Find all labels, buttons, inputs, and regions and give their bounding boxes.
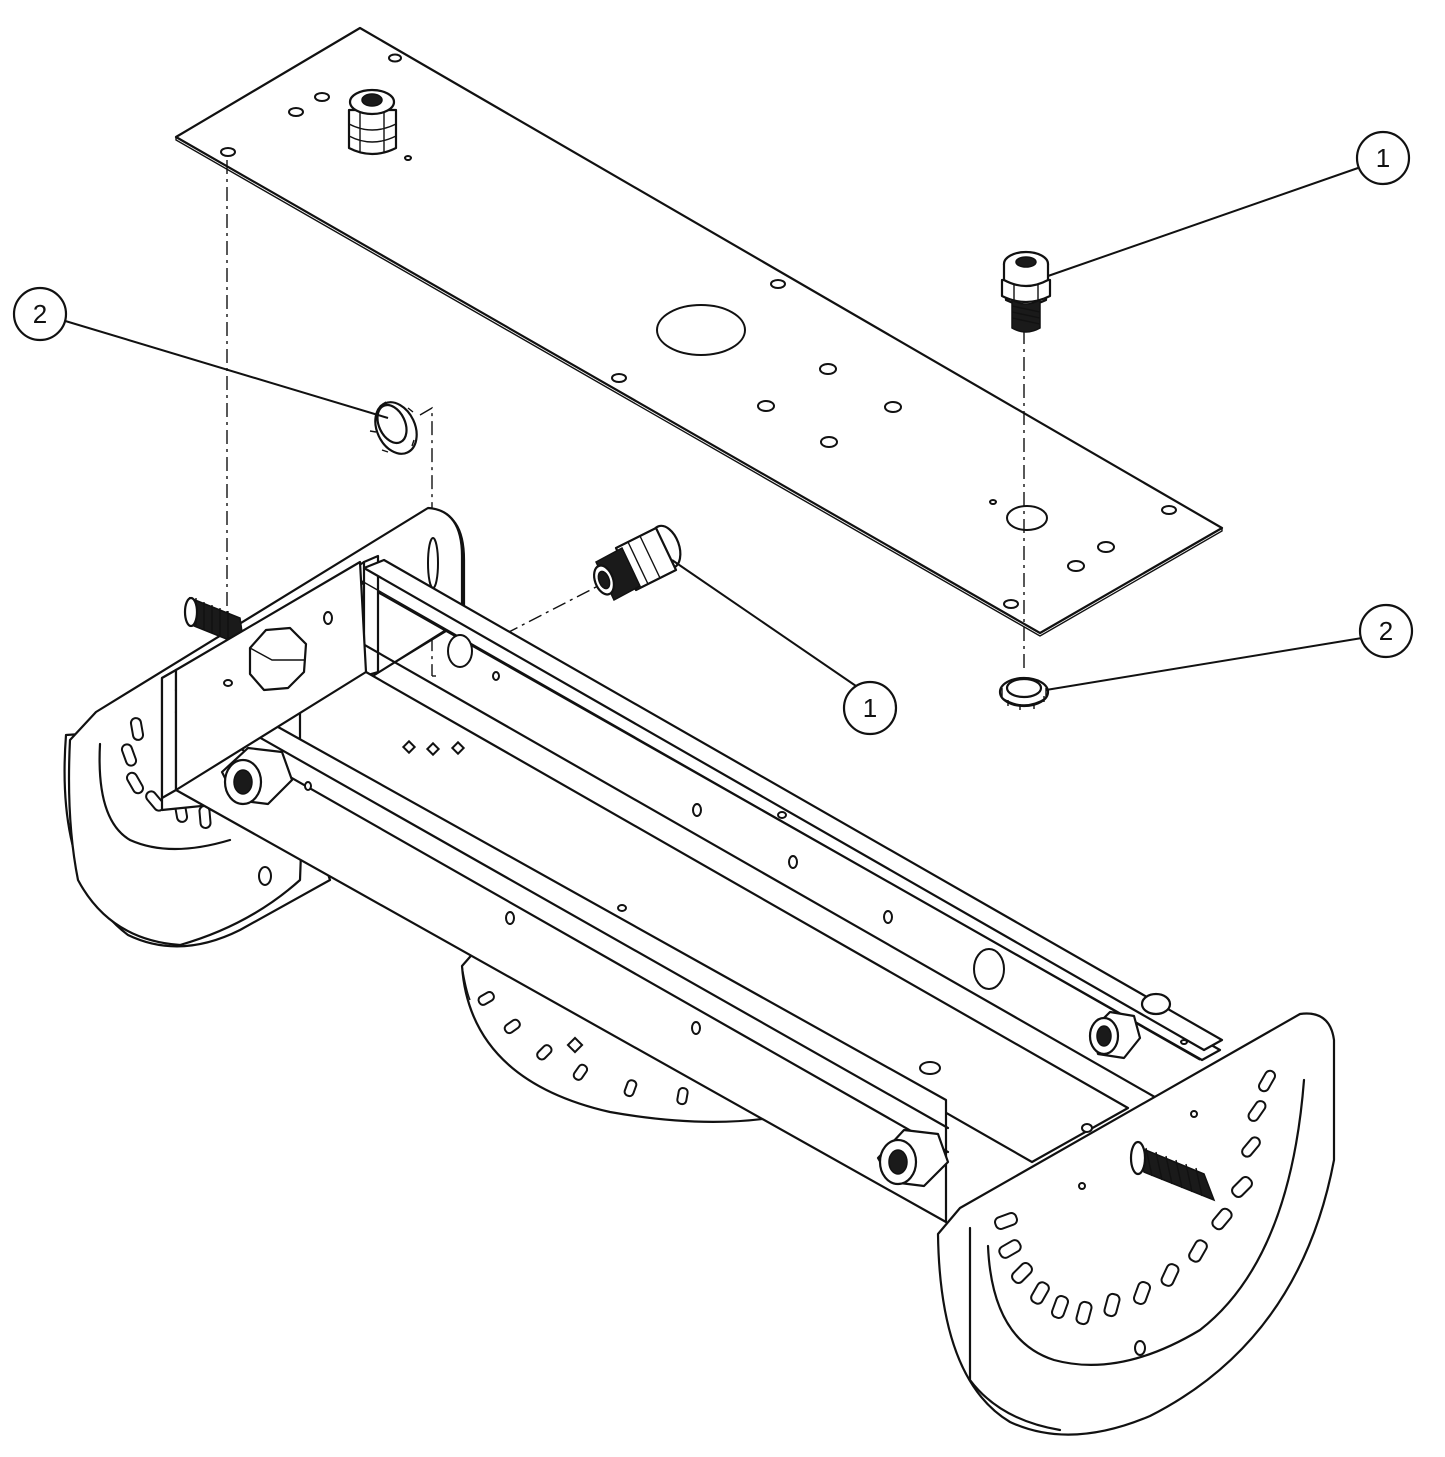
lock-nut-right xyxy=(998,676,1050,710)
callout-2-left: 2 xyxy=(12,286,389,419)
callout-label-1-middle: 1 xyxy=(863,693,877,723)
channel-cable-gland-left xyxy=(220,746,294,806)
hex-bolt xyxy=(248,626,308,692)
plate-cable-gland xyxy=(347,88,398,156)
base-disc-slots xyxy=(477,991,689,1106)
callout-1-middle: 1 xyxy=(671,559,898,736)
cable-gland-top-right xyxy=(1000,250,1052,333)
callout-2-right: 2 xyxy=(1045,603,1414,691)
mounting-plate xyxy=(174,26,1224,637)
cable-gland-middle xyxy=(593,524,682,602)
callout-label-2-left: 2 xyxy=(33,299,47,329)
channel-floor-features xyxy=(401,671,1093,1133)
callout-label-1-top: 1 xyxy=(1376,143,1390,173)
lock-nut-left xyxy=(369,401,418,455)
callout-1-top: 1 xyxy=(1047,130,1411,277)
channel-cable-gland-right xyxy=(876,1128,950,1188)
main-channel xyxy=(160,554,1224,1224)
right-threaded-stud xyxy=(1129,1140,1216,1202)
right-bracket-slots xyxy=(994,1069,1276,1326)
plate-holes xyxy=(220,53,1177,609)
right-end-bracket xyxy=(936,1012,1336,1436)
channel-wall-holes xyxy=(223,611,1188,1045)
callout-label-2-right: 2 xyxy=(1379,616,1393,646)
channel-cable-gland-back xyxy=(1088,992,1172,1060)
